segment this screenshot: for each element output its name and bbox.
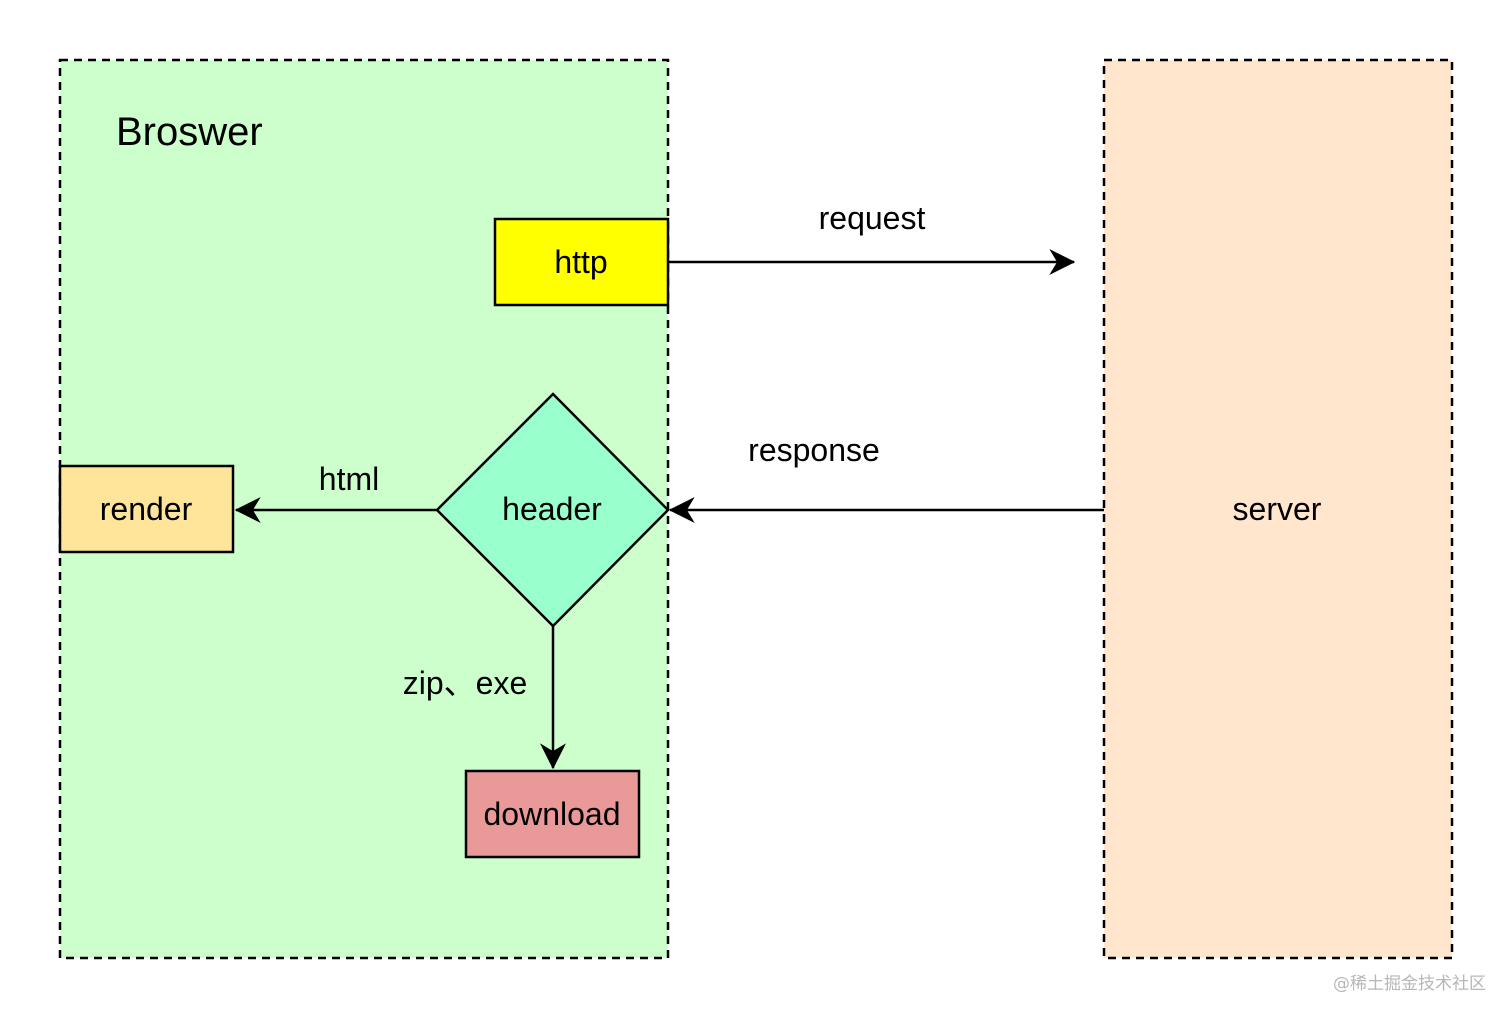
request-label: request: [819, 200, 926, 236]
zip-exe-label: zip、exe: [403, 665, 528, 701]
http-label: http: [554, 244, 607, 280]
server-label: server: [1233, 491, 1322, 527]
server-container: [1102, 58, 1454, 960]
http-node: [493, 217, 670, 307]
html-label: html: [319, 461, 379, 497]
render-node: [58, 464, 235, 554]
render-label: render: [100, 491, 193, 527]
response-label: response: [748, 432, 880, 468]
header-node: [435, 392, 670, 628]
download-node: [464, 769, 641, 859]
download-label: download: [484, 796, 621, 832]
watermark: @稀土掘金技术社区: [1333, 974, 1486, 994]
browser-title: Broswer: [116, 110, 263, 154]
header-label: header: [502, 491, 602, 527]
